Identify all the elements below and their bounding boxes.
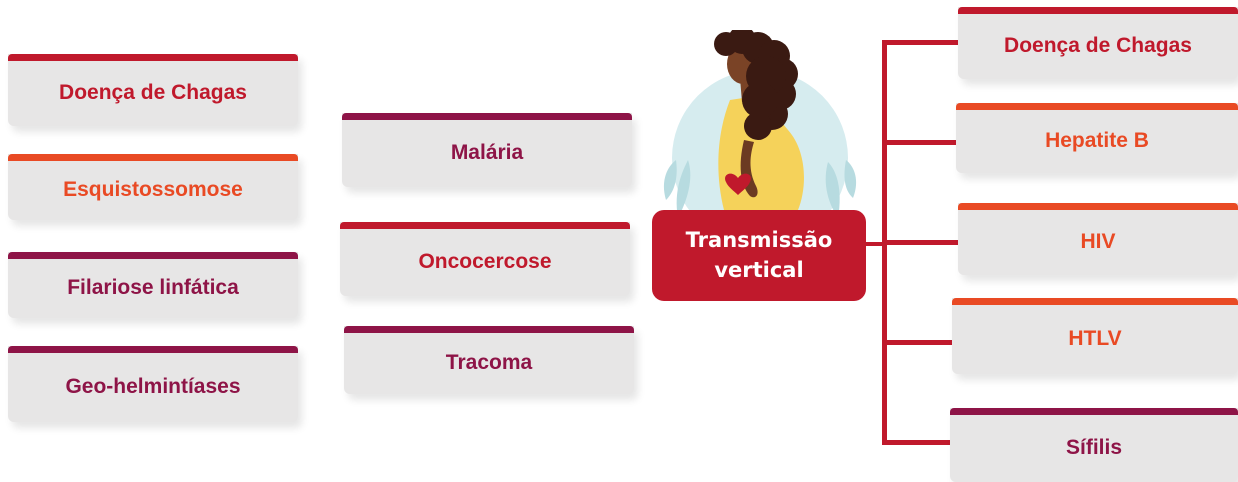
middle-card-malaria: Malária	[342, 113, 632, 187]
card-label: Oncocercose	[418, 250, 552, 273]
card-accent-bar	[958, 203, 1238, 210]
card-accent-bar	[342, 113, 632, 120]
card-label: Sífilis	[1065, 436, 1123, 459]
middle-card-oncocercose: Oncocercose	[340, 222, 630, 296]
central-node-line-1: Transmissão	[685, 228, 833, 253]
right-card-doenca-de-chagas: Doença de Chagas	[958, 7, 1238, 79]
pregnant-woman-illustration	[663, 30, 857, 220]
connector-branch-3	[882, 240, 960, 245]
right-card-hepatite-b: Hepatite B	[956, 103, 1238, 173]
leaf-icon	[663, 160, 857, 218]
right-card-htlv: HTLV	[952, 298, 1238, 374]
heart-icon	[725, 173, 751, 195]
connector-branch-5	[882, 440, 954, 445]
right-card-sifilis: Sífilis	[950, 408, 1238, 482]
central-node-line-2: vertical	[714, 257, 804, 282]
card-label: Esquistossomose	[63, 178, 243, 201]
card-accent-bar	[958, 7, 1238, 14]
connector-branch-4	[882, 340, 954, 345]
connector-center-to-trunk	[866, 242, 886, 246]
card-label: Doença de Chagas	[1004, 34, 1192, 57]
card-label: HTLV	[1068, 327, 1122, 350]
connector-branch-2	[882, 140, 958, 145]
left-card-doenca-de-chagas: Doença de Chagas	[8, 54, 298, 126]
card-accent-bar	[8, 154, 298, 161]
card-label: Geo-helmintíases	[65, 375, 241, 398]
card-accent-bar	[952, 298, 1238, 305]
card-label: Filariose linfática	[67, 276, 239, 299]
card-accent-bar	[8, 54, 298, 61]
connector-branch-1	[882, 40, 960, 45]
card-accent-bar	[8, 346, 298, 353]
left-card-esquistossomose: Esquistossomose	[8, 154, 298, 220]
card-label: HIV	[1080, 230, 1116, 253]
card-label: Doença de Chagas	[59, 81, 247, 104]
card-accent-bar	[340, 222, 630, 229]
card-label: Malária	[450, 141, 524, 164]
middle-card-tracoma: Tracoma	[344, 326, 634, 394]
card-accent-bar	[956, 103, 1238, 110]
card-label: Tracoma	[445, 351, 533, 374]
central-node-transmissao-vertical: Transmissão vertical	[652, 210, 866, 301]
right-card-hiv: HIV	[958, 203, 1238, 275]
card-label: Hepatite B	[1045, 129, 1149, 152]
left-card-geo-helmintiases: Geo-helmintíases	[8, 346, 298, 422]
card-accent-bar	[8, 252, 298, 259]
left-card-filariose-linfatica: Filariose linfática	[8, 252, 298, 318]
card-accent-bar	[950, 408, 1238, 415]
card-accent-bar	[344, 326, 634, 333]
hair-shape	[714, 30, 798, 140]
